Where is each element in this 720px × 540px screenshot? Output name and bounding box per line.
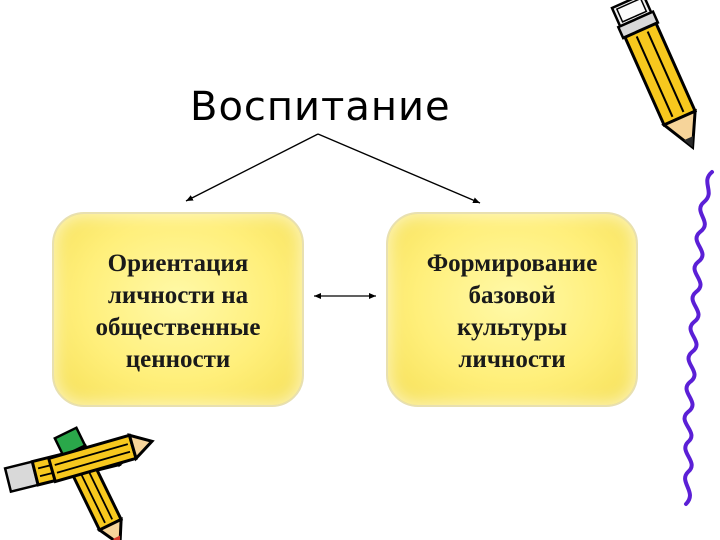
edge-title-to-right <box>317 133 481 204</box>
diagram-title: Воспитание <box>190 84 451 130</box>
edge-title-to-left <box>185 133 319 202</box>
node-basic-culture: Формирование базовой культуры личности <box>386 212 638 407</box>
node-label-left: Ориентация личности на общественные ценн… <box>95 249 261 373</box>
node-label-right: Формирование базовой культуры личности <box>426 249 598 373</box>
node-value-orientation: Ориентация личности на общественные ценн… <box>52 212 304 407</box>
